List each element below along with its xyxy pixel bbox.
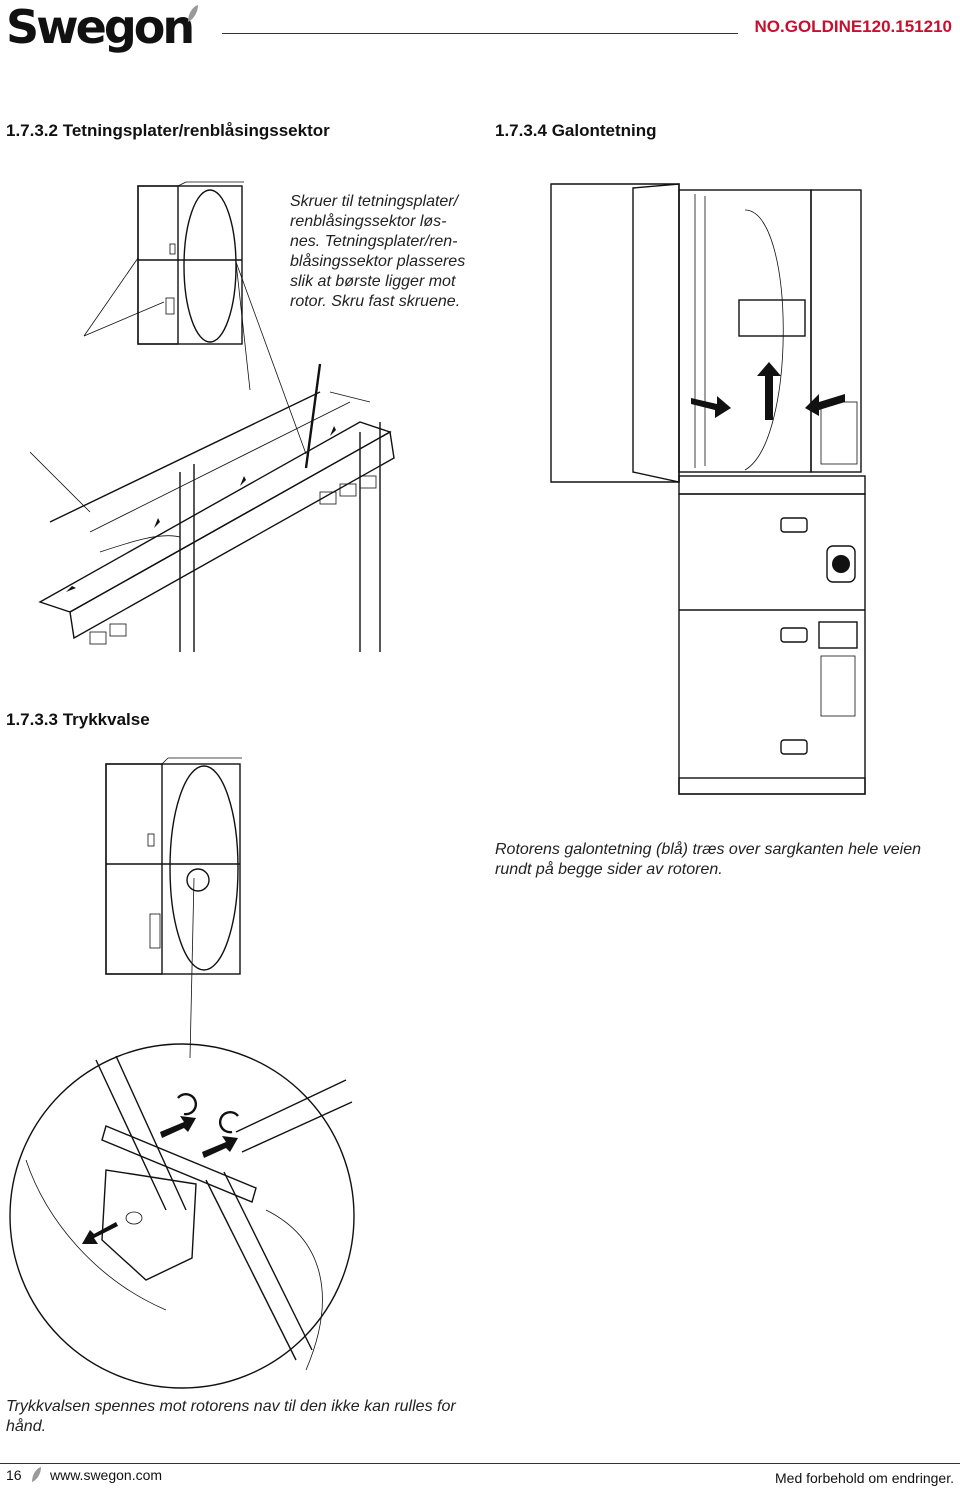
page-number: 16: [6, 1467, 22, 1483]
tetningsplater-description: Skruer til tetningsplater/ renblåsingsse…: [290, 193, 466, 310]
leader-line-3: [189, 878, 195, 1058]
section-heading-tetningsplater: 1.7.3.2 Tetningsplater/renblåsingssektor: [6, 121, 330, 140]
galontetning-description: Rotorens galontetning (blå) træs over sa…: [495, 841, 922, 878]
unit-small-figure-1: [137, 181, 244, 345]
unit-front-open-figure: [550, 183, 866, 795]
pressure-roller-detail-figure: [9, 1043, 355, 1389]
section-heading-trykkvalse: 1.7.3.3 Trykkvalse: [6, 710, 150, 729]
footer-rule: [0, 1463, 960, 1464]
leaf-icon: [188, 5, 198, 22]
document-id: NO.GOLDINE120.151210: [754, 17, 952, 36]
swegon-logo: Swegon: [6, 0, 195, 54]
leader-lines-1: [83, 257, 307, 455]
sealing-plate-detail-figure: [30, 363, 395, 652]
header-rule: [222, 33, 738, 34]
website-link[interactable]: www.swegon.com: [50, 1467, 163, 1483]
trykkvalse-description: Trykkvalsen spennes mot rotorens nav til…: [6, 1398, 456, 1435]
leaf-icon: [32, 1467, 41, 1482]
unit-small-figure-3: [105, 757, 242, 975]
section-heading-galontetning: 1.7.3.4 Galontetning: [495, 121, 657, 140]
disclaimer: Med forbehold om endringer.: [775, 1470, 954, 1486]
